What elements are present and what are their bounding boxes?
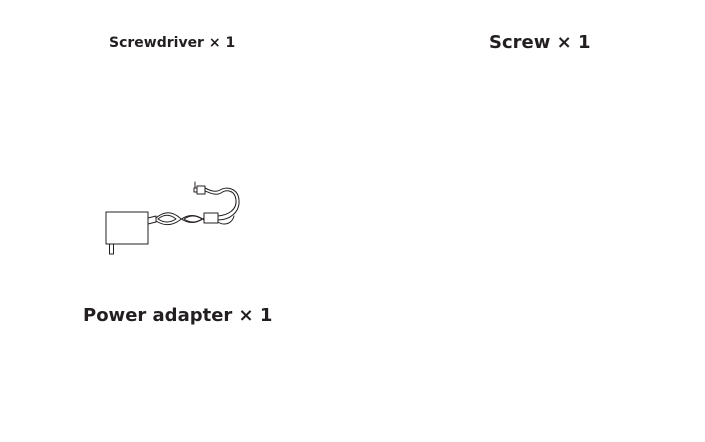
screwdriver-label: Screwdriver × 1 [109,35,236,51]
power-adapter-label: Power adapter × 1 [83,305,273,326]
screw-label: Screw × 1 [489,32,591,53]
power-adapter-icon [105,181,240,255]
